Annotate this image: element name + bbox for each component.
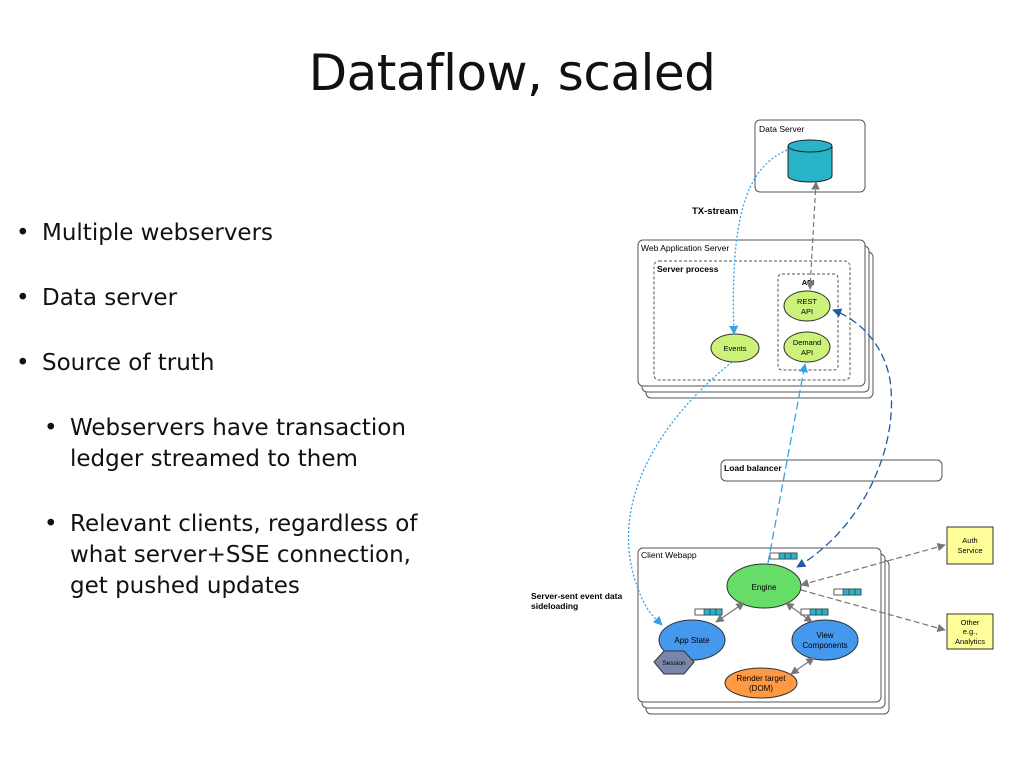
rest-api-label: REST — [797, 297, 817, 306]
sse-label: Server-sent event data — [531, 591, 622, 601]
sub-bullet-pushed-updates: Relevant clients, regardless of what ser… — [14, 509, 454, 602]
demand-api-label: API — [801, 348, 813, 357]
sse-label: sideloading — [531, 601, 578, 611]
sub-bullet-transaction-ledger: Webservers have transaction ledger strea… — [14, 413, 454, 475]
bullet-source-of-truth: Source of truth — [14, 348, 454, 379]
render-target-label: (DOM) — [749, 684, 773, 693]
auth-service-label: Auth — [962, 536, 977, 545]
client-webapp-stack: Client Webapp Engine — [637, 547, 890, 715]
bullet-list: Multiple webservers Data server Source o… — [14, 218, 454, 602]
session-node: Session — [653, 650, 695, 675]
load-balancer-box: Load balancer — [720, 459, 943, 482]
data-server-box: Data Server — [754, 119, 866, 193]
demand-api-label: Demand — [793, 338, 821, 347]
load-balancer-label: Load balancer — [724, 463, 782, 473]
rest-api-node: REST API — [783, 290, 831, 322]
engine-queue-icon — [769, 552, 798, 560]
sse-sideload-arrow — [627, 361, 733, 626]
engine-label: Engine — [752, 583, 777, 592]
other-service-label: Other — [961, 618, 980, 627]
auth-service-box: Auth Service — [946, 526, 994, 565]
sub-bullet-line: Relevant clients, regardless of — [70, 511, 418, 537]
engine-app-state-arrow — [715, 602, 745, 623]
auth-service-label: Service — [957, 546, 982, 555]
side-queue-icon — [833, 588, 862, 596]
other-service-label: Analytics — [955, 637, 985, 646]
engine-to-rest-arrow — [796, 308, 893, 568]
tx-stream-arrow — [729, 149, 788, 335]
sub-bullet-line: get pushed updates — [70, 573, 300, 599]
render-target-label: Render target — [737, 674, 787, 683]
demand-api-node: Demand API — [783, 331, 831, 363]
view-components-node: View Components — [791, 619, 859, 661]
bullet-multiple-webservers: Multiple webservers — [14, 218, 454, 249]
rest-api-label: API — [801, 307, 813, 316]
data-server-label: Data Server — [759, 124, 805, 134]
events-node: Events — [710, 333, 760, 363]
client-webapp-label: Client Webapp — [641, 550, 697, 560]
view-components-label: Components — [802, 641, 847, 650]
engine-node: Engine — [726, 563, 802, 609]
database-icon — [787, 139, 833, 183]
data-to-rest-arrow — [806, 181, 820, 290]
other-service-box: Other e.g., Analytics — [946, 613, 994, 650]
session-label: Session — [662, 660, 686, 667]
bullet-data-server: Data server — [14, 283, 454, 314]
view-queue-icon — [800, 608, 829, 616]
sub-bullet-line: what server+SSE connection, — [70, 542, 411, 568]
other-service-label: e.g., — [963, 627, 978, 636]
server-process-label: Server process — [657, 264, 719, 274]
web-app-server-label: Web Application Server — [641, 243, 729, 253]
web-app-server-stack: Web Application Server Server process AP… — [637, 239, 874, 399]
tx-stream-label: TX-stream — [692, 206, 738, 217]
engine-to-auth-arrow — [800, 542, 946, 588]
events-label: Events — [724, 344, 747, 353]
engine-view-arrow — [785, 602, 813, 623]
engine-to-other-arrow — [800, 589, 946, 633]
app-state-label: App State — [674, 636, 710, 645]
api-group-label: API — [802, 278, 815, 287]
render-target-node: Render target (DOM) — [724, 667, 798, 699]
sub-bullet-line: Webservers have transaction — [70, 415, 406, 441]
slide-title: Dataflow, scaled — [308, 44, 716, 102]
view-render-arrow — [790, 657, 815, 675]
app-state-queue-icon — [694, 608, 723, 616]
sub-bullet-line: ledger streamed to them — [70, 446, 358, 472]
view-components-label: View — [816, 631, 833, 640]
